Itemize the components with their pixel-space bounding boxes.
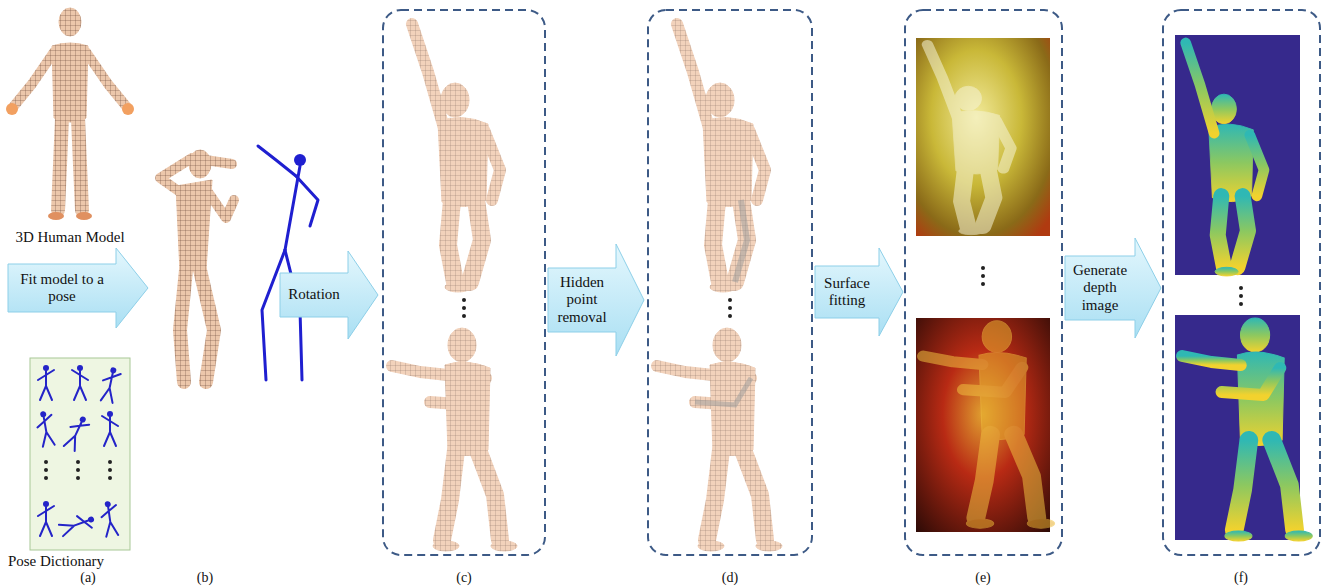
arrow-body: Surface fitting	[815, 266, 879, 318]
panel-letter: (e)	[975, 570, 991, 585]
arrow-body: Rotation	[280, 273, 348, 317]
dashed-panel	[383, 10, 1320, 555]
block-arrow: Hidden point removal	[548, 244, 644, 356]
rotated-model	[392, 24, 517, 551]
step-label: Rotation	[288, 286, 340, 303]
visible-points-model	[657, 24, 782, 551]
caption-label: Pose Dictionary	[8, 553, 104, 570]
panel-letter: (b)	[197, 570, 213, 585]
block-arrow: Fit model to a pose	[8, 248, 148, 328]
arrow-shape	[8, 248, 148, 328]
arrow-body: Generate depth image	[1065, 256, 1135, 320]
arrow-body: Fit model to a pose	[8, 264, 116, 312]
block-arrow: Generate depth image	[1065, 238, 1161, 338]
fitted-model	[160, 150, 234, 382]
fitted-surface	[916, 38, 1055, 532]
human-model	[6, 8, 134, 220]
panel-letter: (a)	[80, 570, 96, 585]
step-label: Fit model to a pose	[12, 271, 112, 306]
step-label: Generate depth image	[1069, 262, 1131, 314]
arrow-body: Hidden point removal	[548, 268, 616, 332]
panel-letter: (f)	[1234, 570, 1248, 585]
step-label: Hidden point removal	[552, 274, 612, 326]
block-arrow: Rotation	[280, 251, 378, 339]
pose-dictionary	[30, 358, 130, 550]
depth-image	[1175, 35, 1312, 541]
block-arrow: Surface fitting	[815, 248, 903, 336]
step-label: Surface fitting	[819, 275, 875, 310]
caption-label: 3D Human Model	[15, 229, 124, 246]
panel-letter: (d)	[722, 570, 738, 585]
panel-letter: (c)	[456, 570, 472, 585]
pose-skeleton	[258, 146, 318, 380]
